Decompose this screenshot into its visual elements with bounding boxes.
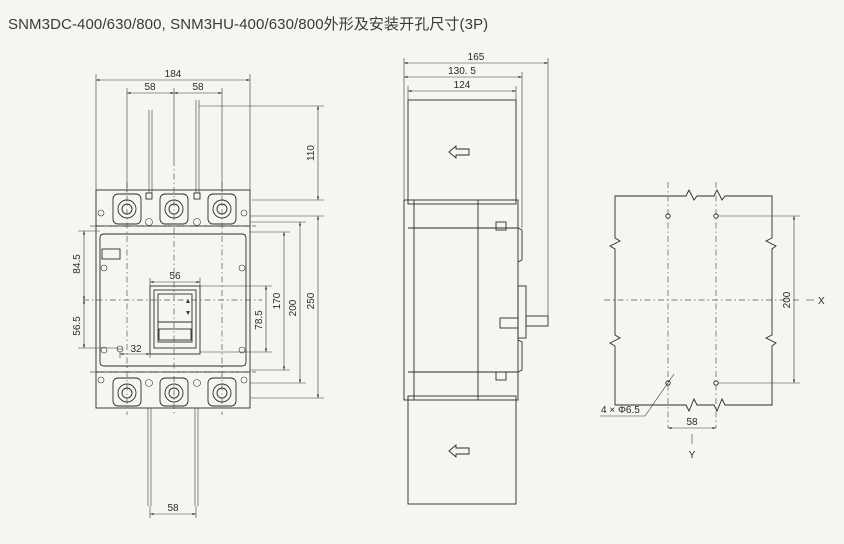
side-top-cover: [407, 99, 517, 205]
dim-32: 32: [130, 344, 142, 355]
mount-hole: [665, 213, 671, 219]
hole-spec-label: 4 × Φ6.5: [601, 405, 640, 416]
dim-165: 165: [468, 52, 485, 63]
axis-y-label: Y: [689, 450, 696, 461]
side-handle: [525, 315, 549, 327]
dim-58-right: 58: [192, 82, 204, 93]
dim-58-left: 58: [144, 82, 156, 93]
dim-110: 110: [306, 145, 317, 161]
dim-cutout-200: 200: [782, 291, 793, 308]
side-bottom-cover: [407, 395, 517, 505]
dim-200: 200: [288, 299, 299, 316]
dim-84-5: 84.5: [72, 254, 83, 274]
front-cover: [99, 233, 247, 367]
arrow-top-icon: [448, 145, 470, 159]
axis-x-label: X: [818, 296, 825, 307]
bottom-terminals: [97, 376, 248, 407]
dim-cutout-58: 58: [686, 417, 698, 428]
dim-78-5: 78.5: [254, 310, 265, 330]
page-title: SNM3DC-400/630/800, SNM3HU-400/630/800外形…: [8, 16, 489, 33]
cutout-view: 200 X 4 × Φ6.5 58 Y: [600, 182, 825, 461]
dim-56: 56: [169, 271, 181, 282]
side-view: 165 130. 5 124: [403, 52, 549, 505]
arrow-bottom-icon: [448, 444, 470, 458]
handle: [157, 293, 193, 343]
mount-hole: [665, 380, 671, 386]
dim-58-bottom: 58: [167, 503, 179, 514]
dim-170: 170: [272, 292, 283, 309]
dim-250: 250: [306, 292, 317, 309]
front-view: 184 58 58 110 250 200 170 78.5: [72, 69, 324, 518]
top-terminals: [97, 192, 248, 226]
handle-window: [149, 285, 201, 355]
dim-130-5: 130. 5: [448, 66, 476, 77]
dim-124: 124: [454, 80, 471, 91]
dim-184: 184: [165, 69, 182, 80]
dim-56-5: 56.5: [72, 316, 83, 336]
front-body-outline: [95, 189, 251, 409]
cutout-outline: [609, 188, 777, 413]
